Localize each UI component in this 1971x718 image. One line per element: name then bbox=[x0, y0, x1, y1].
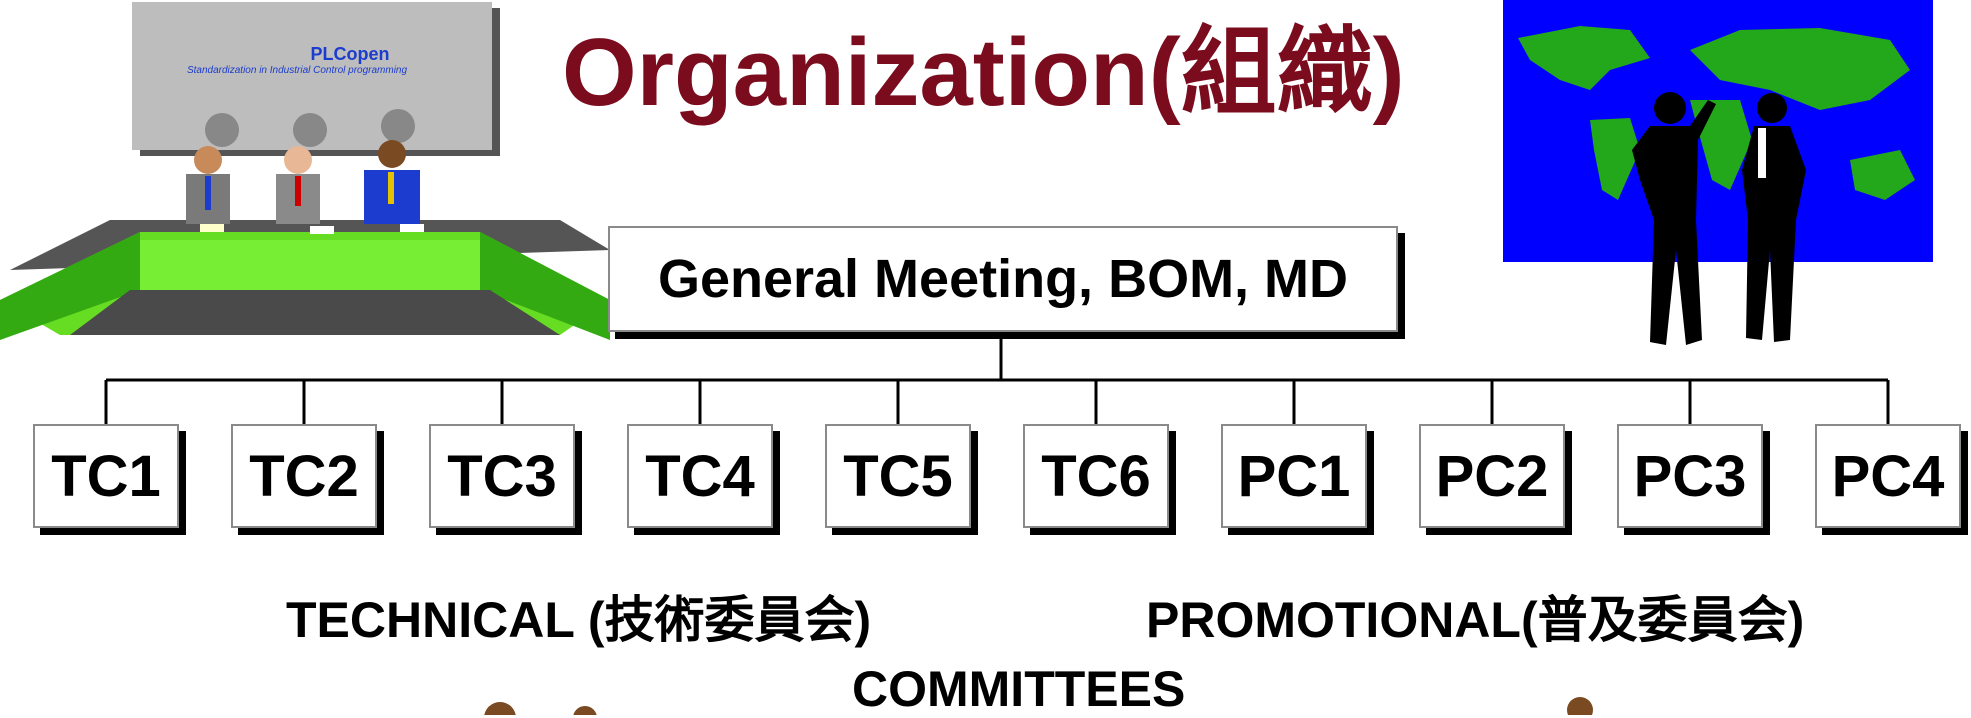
committee-node-tc4: TC4 bbox=[627, 424, 773, 528]
world-map-illustration bbox=[1503, 0, 1933, 345]
presenters-silhouette bbox=[1632, 92, 1806, 345]
australia-shape bbox=[1850, 150, 1915, 200]
committee-node-tc6: TC6 bbox=[1023, 424, 1169, 528]
page-title: Organization(組織) bbox=[562, 19, 1405, 126]
committees-label: COMMITTEES bbox=[852, 661, 1186, 717]
committee-node-tc1: TC1 bbox=[33, 424, 179, 528]
meeting-illustration: PLCopen Standardization in Industrial Co… bbox=[0, 2, 610, 340]
committee-node-tc3: TC3 bbox=[429, 424, 575, 528]
committee-node-tc2: TC2 bbox=[231, 424, 377, 528]
committee-node-pc2: PC2 bbox=[1419, 424, 1565, 528]
plcopen-sign-name: PLCopen bbox=[311, 44, 390, 64]
technical-committees-label: TECHNICAL (技術委員会) bbox=[286, 592, 872, 648]
committee-node-pc1: PC1 bbox=[1221, 424, 1367, 528]
general-meeting-node: General Meeting, BOM, MD bbox=[608, 226, 1398, 332]
committee-node-pc4: PC4 bbox=[1815, 424, 1961, 528]
south-america-shape bbox=[1590, 118, 1640, 200]
north-america-shape bbox=[1518, 26, 1650, 90]
committee-node-tc5: TC5 bbox=[825, 424, 971, 528]
eurasia-shape bbox=[1690, 28, 1910, 110]
committee-node-pc3: PC3 bbox=[1617, 424, 1763, 528]
plcopen-sign-tagline: Standardization in Industrial Control pr… bbox=[187, 65, 408, 76]
promotional-committees-label: PROMOTIONAL(普及委員会) bbox=[1146, 592, 1805, 648]
